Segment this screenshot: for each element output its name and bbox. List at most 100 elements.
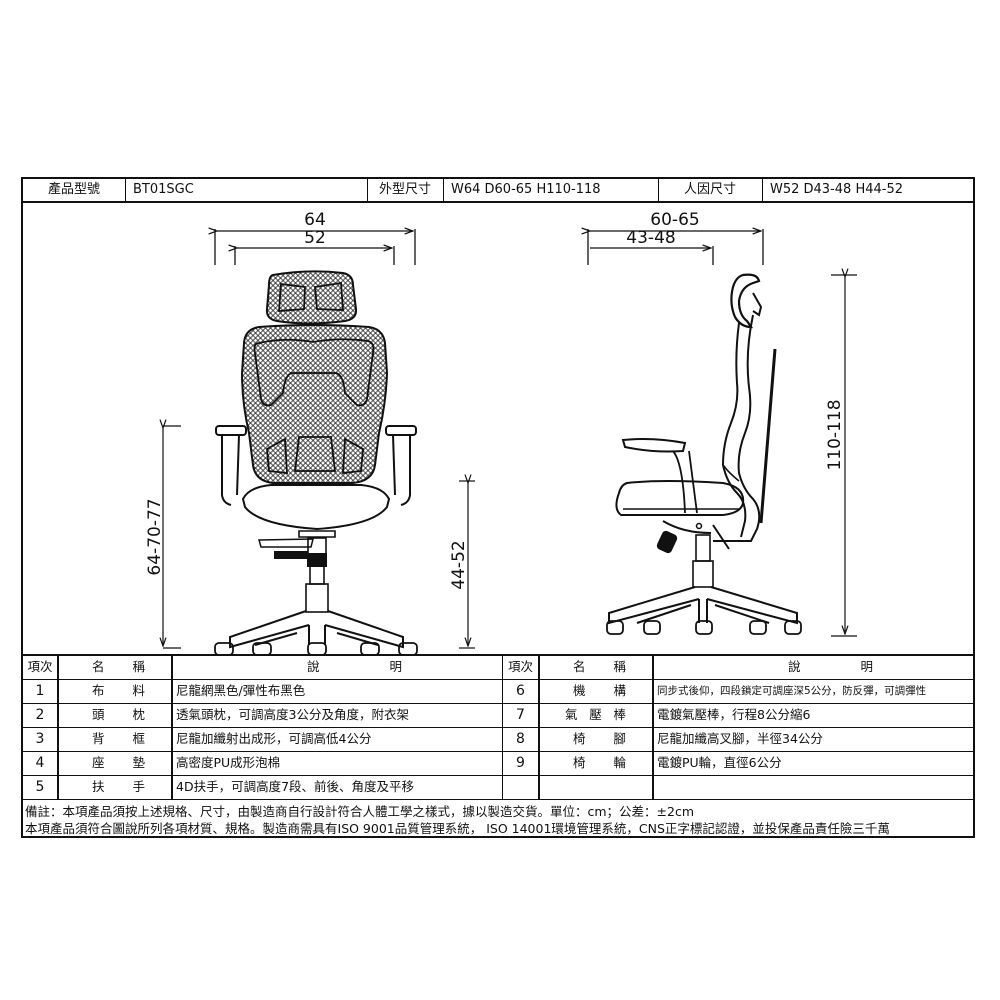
side-view-chair [588,229,857,637]
col-header-desc-b: 明 [860,659,873,674]
note-line-1: 備註：本項產品須按上述規格、尺寸，由製造商自行設計符合人體工學之樣式，據以製造交… [25,804,695,819]
spec-sheet: 產品型號 BT01SGC 外型尺寸 W64 D60-65 H110-118 人因… [21,177,975,838]
col-header-desc-right: 說 明 [653,656,973,678]
ergo-size-value: W52 D43-48 H44-52 [770,182,903,197]
row-index: 7 [516,707,525,723]
divider [502,704,503,727]
spec-header-row: 產品型號 BT01SGC 外型尺寸 W64 D60-65 H110-118 人因… [23,179,973,203]
row-name: 布料 [58,680,171,702]
name-char: 頭 [92,707,105,722]
col-header-index: 項次 [27,659,53,674]
row-name: 頭枕 [58,704,171,726]
model-value: BT01SGC [133,182,194,197]
name-char: 手 [132,779,145,794]
row-index: 4 [35,755,45,771]
row-index: 6 [516,683,525,699]
name-char: 構 [613,683,626,698]
row-description: 同步式後仰，四段鎖定可調座深5公分，防反彈，可調彈性 [657,685,927,697]
divider [502,752,503,775]
name-char: 料 [132,683,145,698]
overall-height-label: 110-118 [825,399,845,470]
name-char: 椅 [573,755,586,770]
row-name: 機構 [539,680,652,702]
row-description: 尼龍加纖高叉腳，半徑34公分 [657,731,823,746]
name-char: 輪 [613,755,626,770]
col-header-name: 名 稱 [58,656,171,678]
divider [762,179,763,201]
row-index: 3 [35,731,45,747]
row-name: 椅輪 [539,752,652,774]
col-header-desc-a: 說 [307,659,320,674]
divider [443,179,444,201]
front-view-chair [163,229,475,654]
divider [57,728,59,751]
divider [502,680,503,703]
name-char: 腳 [613,731,626,746]
divider [171,656,173,679]
name-char: 布 [92,683,105,698]
divider [125,179,126,201]
seat-height-label: 44-52 [449,540,469,589]
outer-size-value: W64 D60-65 H110-118 [451,182,601,197]
name-char: 扶 [92,779,105,794]
col-header-desc-a: 說 [788,659,801,674]
table-row: 1 布料 尼龍網黑色/彈性布黑色 6 機構 同步式後仰，四段鎖定可調座深5公分，… [23,680,973,704]
name-char: 壓 [589,707,602,722]
chair-drawing-area: 64 52 64-70-77 44-52 [23,203,973,654]
row-name: 扶手 [58,776,171,798]
seat-depth-label: 43-48 [626,228,675,248]
divider [538,680,540,703]
row-description: 電鍍PU輪，直徑6公分 [657,755,782,770]
divider [57,656,59,679]
name-char: 枕 [132,707,145,722]
divider [57,680,59,703]
divider [57,704,59,727]
table-header-row: 項次 名 稱 說 明 項次 名 稱 說 明 [23,656,973,680]
col-header-name-a: 名 [92,659,105,674]
divider [652,656,654,679]
divider [171,728,173,751]
row-description: 高密度PU成形泡棉 [176,755,281,770]
table-row: 2 頭枕 透氣頭枕，可調高度3公分及角度，附衣架 7 氣壓棒 電鍍氣壓棒，行程8… [23,704,973,728]
table-row: 3 背框 尼龍加纖射出成形，可調高低4公分 8 椅腳 尼龍加纖高叉腳，半徑34公… [23,728,973,752]
row-name: 椅腳 [539,728,652,750]
note-line-2: 本項產品須符合圖說所列各項材質、規格。製造商需具有ISO 9001品質管理系統，… [25,821,890,836]
table-row: 5 扶手 4D扶手，可調高度7段、前後、角度及平移 [23,776,973,800]
row-name [539,776,652,798]
overall-width-label: 64 [304,210,326,230]
col-header-desc: 說 明 [172,656,502,678]
seat-width-label: 52 [304,228,326,248]
row-index: 2 [35,707,45,723]
name-char: 框 [132,731,145,746]
divider [652,704,654,727]
row-index: 9 [516,755,525,771]
divider [171,752,173,775]
row-name: 氣壓棒 [539,704,652,726]
divider [367,179,368,201]
divider [171,704,173,727]
name-char: 座 [92,755,105,770]
divider [538,752,540,775]
col-header-name-a: 名 [573,659,586,674]
table-row: 4 座墊 高密度PU成形泡棉 9 椅輪 電鍍PU輪，直徑6公分 [23,752,973,776]
name-char: 棒 [613,707,626,722]
row-description: 4D扶手，可調高度7段、前後、角度及平移 [176,779,415,794]
row-index: 5 [35,779,45,795]
divider [652,680,654,703]
divider [171,776,173,799]
row-description: 透氣頭枕，可調高度3公分及角度，附衣架 [176,707,409,722]
notes-section: 備註：本項產品須按上述規格、尺寸，由製造商自行設計符合人體工學之樣式，據以製造交… [23,803,973,838]
parts-table: 項次 名 稱 說 明 項次 名 稱 說 明 [23,654,973,800]
name-char: 背 [92,731,105,746]
name-char: 氣 [565,707,578,722]
divider [57,752,59,775]
col-header-name-b: 稱 [613,659,626,674]
divider [502,728,503,751]
divider [538,704,540,727]
row-description: 電鍍氣壓棒，行程8公分縮6 [657,707,811,722]
col-header-desc-b: 明 [389,659,402,674]
row-description: 尼龍網黑色/彈性布黑色 [176,683,306,698]
row-description [653,776,973,798]
row-name: 背框 [58,728,171,750]
divider [538,728,540,751]
